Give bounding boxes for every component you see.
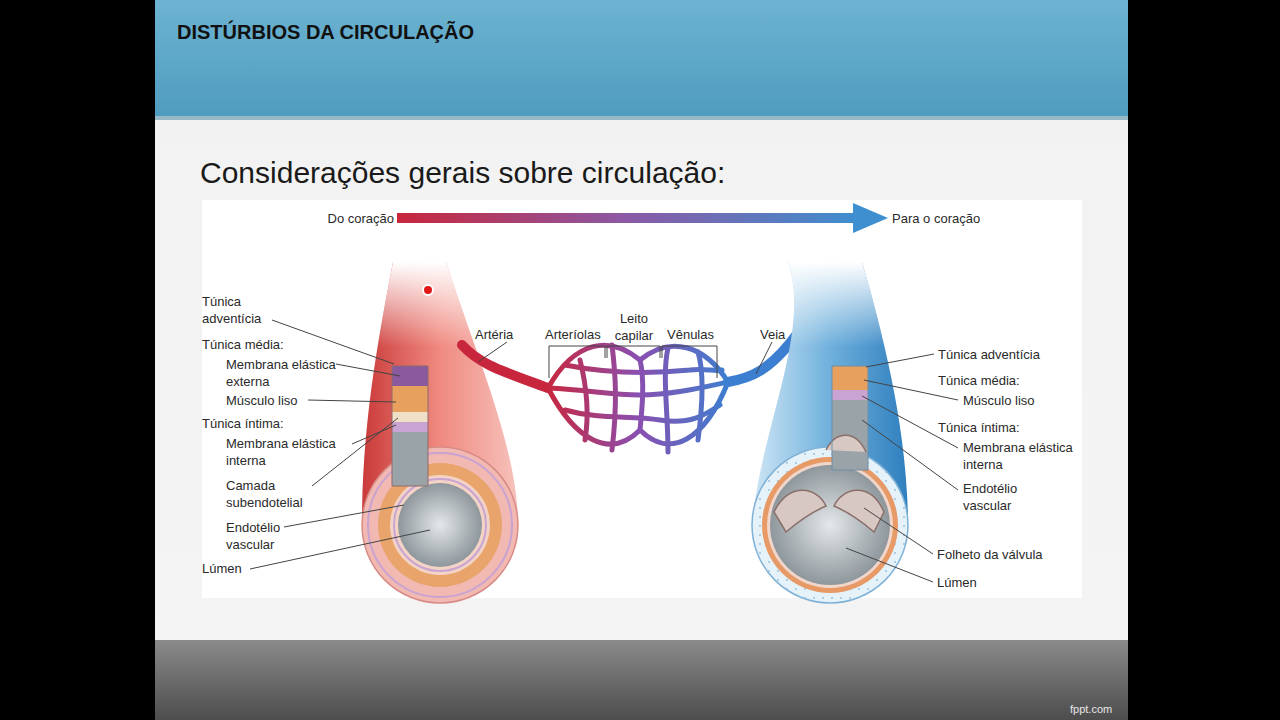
slide-subtitle: Considerações gerais sobre circulação: [200, 155, 725, 191]
layer-label: Lúmen [202, 560, 242, 577]
layer-label: Endotélio vascular [226, 519, 306, 553]
layer-label: Membrana elástica interna [226, 435, 352, 469]
layer-label: Endotélio vascular [963, 480, 1043, 514]
layer-label: Túnica adventícia [938, 346, 1040, 363]
vessel-label: Veia [760, 326, 785, 343]
layer-label: Membrana elástica interna [963, 439, 1089, 473]
layer-label: Músculo liso [963, 392, 1035, 409]
vessel-label: Arteríolas [545, 326, 601, 343]
direction-label: Para o coração [892, 210, 980, 227]
slide-title: DISTÚRBIOS DA CIRCULAÇÃO [177, 20, 474, 44]
layer-label: Camada subendotelial [226, 477, 326, 511]
vessel-label: Artéria [475, 326, 513, 343]
watermark: fppt.com [1070, 703, 1112, 716]
layer-label: Túnica adventícia [202, 293, 272, 327]
direction-label: Do coração [328, 210, 394, 227]
layer-label: Músculo liso [226, 392, 298, 409]
layer-label: Túnica média: [938, 372, 1020, 389]
layer-label: Túnica íntima: [938, 419, 1020, 436]
vessel-label: Vênulas [667, 326, 714, 343]
layer-label: Lúmen [937, 574, 977, 591]
layer-label: Membrana elástica externa [226, 356, 348, 390]
layer-label: Túnica íntima: [202, 415, 284, 432]
layer-label: Túnica média: [202, 336, 284, 353]
layer-label: Folheto da válvula [937, 546, 1043, 563]
vessel-label: Leito capilar [608, 310, 660, 344]
